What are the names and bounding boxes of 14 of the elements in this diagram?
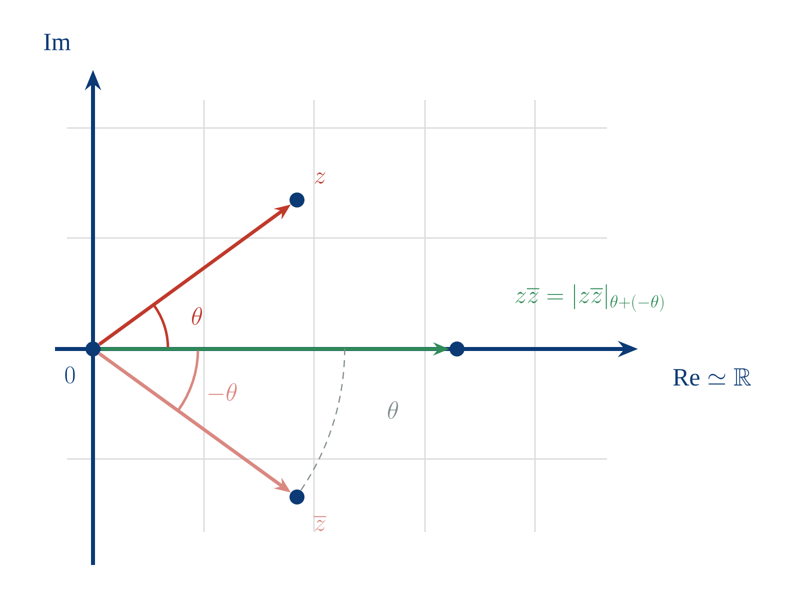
axis-label: $\mathrm{Im}$ (44, 34, 70, 50)
axis-label: $\mathrm{Re} \simeq \mathbb{R}$ (673, 368, 751, 386)
angle-label: $\theta$ (192, 307, 202, 325)
point-label: $z$ (314, 172, 326, 184)
angle-label: $\theta$ (388, 401, 398, 419)
angle-label: $-\theta$ (208, 383, 237, 401)
point-label: $\overline{z}$ (314, 516, 326, 532)
point (290, 192, 304, 208)
dashed-arc (300, 348, 346, 491)
point (86, 341, 100, 356)
equation-label: $z\overline{z} = |z\overline{z}|_{\theta+(-\theta)}$ (516, 284, 664, 312)
point (290, 489, 304, 504)
point (450, 341, 464, 356)
point-label: $0$ (65, 366, 75, 384)
